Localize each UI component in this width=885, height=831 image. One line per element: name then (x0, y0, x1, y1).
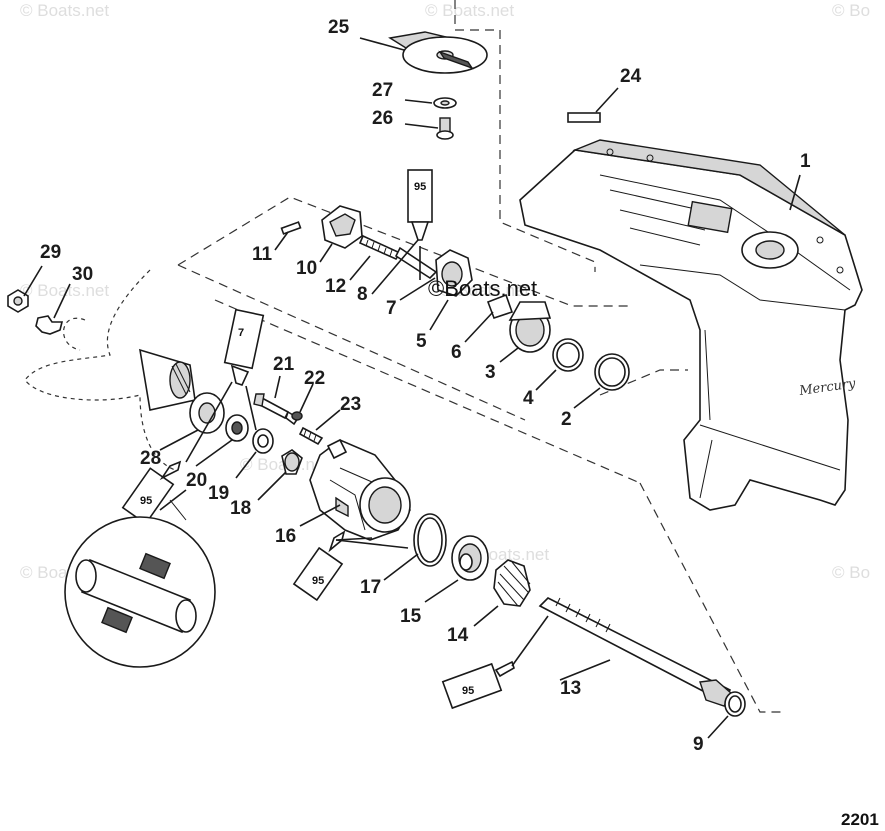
callout-4: 4 (523, 388, 534, 409)
callout-6: 6 (451, 342, 462, 363)
sealant-tube-95-top: 95 (407, 169, 433, 241)
retainer-hardware (253, 393, 324, 446)
tube-label: 95 (140, 495, 152, 507)
watermark: © Boats.net (20, 1, 109, 20)
tube-label: 95 (462, 685, 474, 697)
sealant-tube-95-middle: 95 (292, 530, 346, 602)
tube-label: 7 (238, 327, 244, 339)
callout-21: 21 (273, 354, 295, 375)
brand-label: ©Boats.net (428, 276, 537, 301)
callout-25: 25 (328, 17, 350, 38)
plate (567, 112, 601, 123)
callout-12: 12 (325, 276, 346, 297)
watermark: © Boats.net (425, 1, 514, 20)
watermark: © Bo (832, 563, 870, 582)
retaining-ring (724, 691, 746, 717)
tube-label: 95 (414, 181, 426, 193)
callout-3: 3 (485, 362, 496, 383)
sealant-tube-95-left: 95 (121, 460, 182, 525)
propeller-shaft (538, 597, 733, 707)
callout-15: 15 (400, 606, 422, 627)
bearing-races (508, 301, 630, 391)
gear-housing: Mercury (519, 139, 863, 511)
callout-1: 1 (800, 151, 811, 172)
callout-29: 29 (40, 242, 61, 263)
callout-28: 28 (140, 448, 161, 469)
detail-inset (64, 499, 216, 668)
watermark: © Boats.net (20, 281, 109, 300)
callout-19: 19 (208, 483, 229, 504)
callout-7: 7 (386, 298, 397, 319)
shift-components (280, 205, 514, 320)
callout-16: 16 (275, 526, 296, 547)
prop-nut-and-washer (7, 289, 64, 335)
propeller-ghost (24, 269, 196, 471)
sealant-tube-7: 7 (223, 308, 265, 386)
callout-2: 2 (561, 409, 572, 430)
callout-20: 20 (186, 470, 207, 491)
anode-assembly (388, 31, 488, 140)
callout-8: 8 (357, 284, 368, 305)
callout-27: 27 (372, 80, 393, 101)
callout-30: 30 (72, 264, 93, 285)
leader-lines (23, 37, 801, 739)
sealant-tube-95-bottom: 95 (441, 660, 515, 710)
figure-number: 2201 (841, 810, 879, 829)
callout-26: 26 (372, 108, 393, 129)
callout-14: 14 (447, 625, 469, 646)
callouts: 1 2 3 4 5 6 7 8 9 10 11 12 13 14 15 16 1… (40, 17, 811, 755)
callout-5: 5 (416, 331, 427, 352)
callout-10: 10 (296, 258, 317, 279)
callout-11: 11 (252, 244, 273, 265)
callout-18: 18 (230, 498, 251, 519)
watermark: © Bo (832, 1, 870, 20)
callout-17: 17 (360, 577, 381, 598)
assembly-guide-lines (177, 0, 785, 713)
callout-23: 23 (340, 394, 361, 415)
bearing-carrier (309, 438, 411, 541)
callout-24: 24 (620, 66, 642, 87)
callout-13: 13 (560, 678, 581, 699)
tube-label: 95 (312, 575, 324, 587)
pinion-gear (493, 559, 531, 607)
callout-9: 9 (693, 734, 704, 755)
carrier-oring-bearing (413, 513, 489, 581)
callout-22: 22 (304, 368, 325, 389)
prop-shaft-rear-parts (189, 392, 303, 475)
